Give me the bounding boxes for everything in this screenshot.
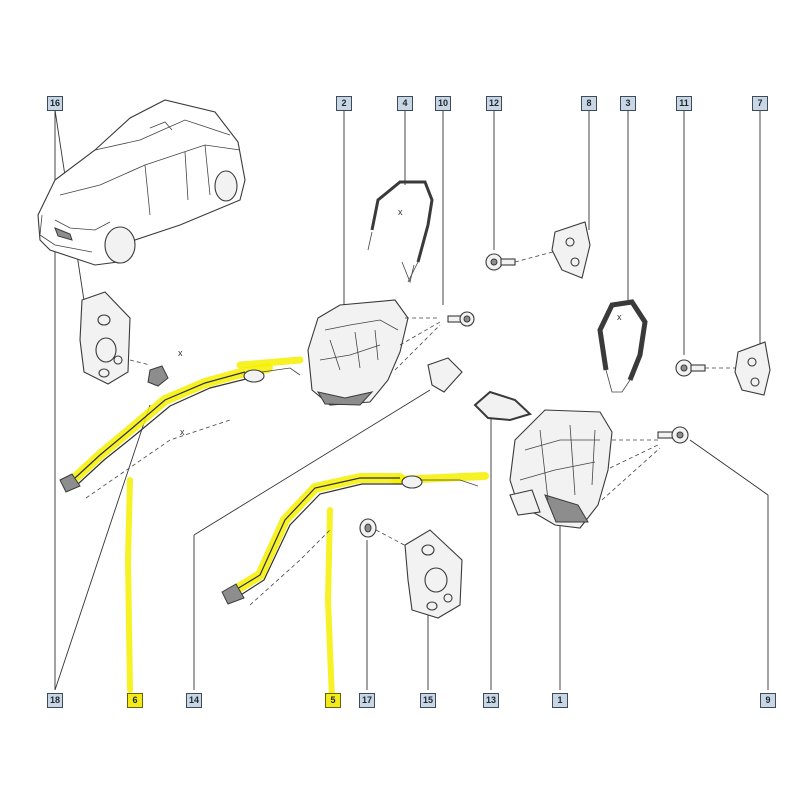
callout-1: 1 [552, 693, 568, 708]
part-14-clip [427, 357, 463, 393]
callout-5: 5 [325, 693, 341, 708]
callout-4: 4 [397, 96, 413, 111]
part-8-bracket [551, 221, 591, 279]
callout-15: 15 [420, 693, 436, 708]
callout-17: 17 [359, 693, 375, 708]
part-17-bushing [359, 518, 411, 549]
part-10-screw [447, 311, 475, 327]
callout-14: 14 [186, 693, 202, 708]
dimension-mark: x [178, 348, 183, 358]
callout-18: 18 [47, 693, 63, 708]
callout-13: 13 [483, 693, 499, 708]
leader-lines [54, 109, 769, 691]
part-2-lock [307, 299, 441, 406]
part-9-screw [657, 426, 689, 444]
part-5-cable [221, 472, 489, 703]
vehicle-outline [37, 99, 246, 266]
part-6-cable: x [59, 356, 304, 693]
dimension-mark: x [617, 312, 622, 322]
dimension-mark: x [180, 427, 185, 437]
callout-11: 11 [676, 96, 692, 111]
part-15-pad [404, 529, 463, 619]
callout-6: 6 [127, 693, 143, 708]
part-16-pad: x [79, 291, 183, 387]
callout-16-top: 16 [47, 96, 63, 111]
callout-10: 10 [435, 96, 451, 111]
dimension-mark: x [398, 207, 403, 217]
part-11-screw [675, 359, 740, 377]
part-12-screw [485, 249, 561, 271]
part-7-bracket [734, 341, 771, 396]
part-1-lock [509, 409, 661, 529]
callout-9: 9 [760, 693, 776, 708]
callout-3: 3 [620, 96, 636, 111]
part-3-rod: x [597, 299, 648, 393]
callout-2: 2 [336, 96, 352, 111]
part-4-rod: x [367, 180, 434, 284]
callout-8: 8 [581, 96, 597, 111]
callout-12: 12 [486, 96, 502, 111]
callout-7: 7 [752, 96, 768, 111]
part-13-clip [473, 390, 532, 422]
